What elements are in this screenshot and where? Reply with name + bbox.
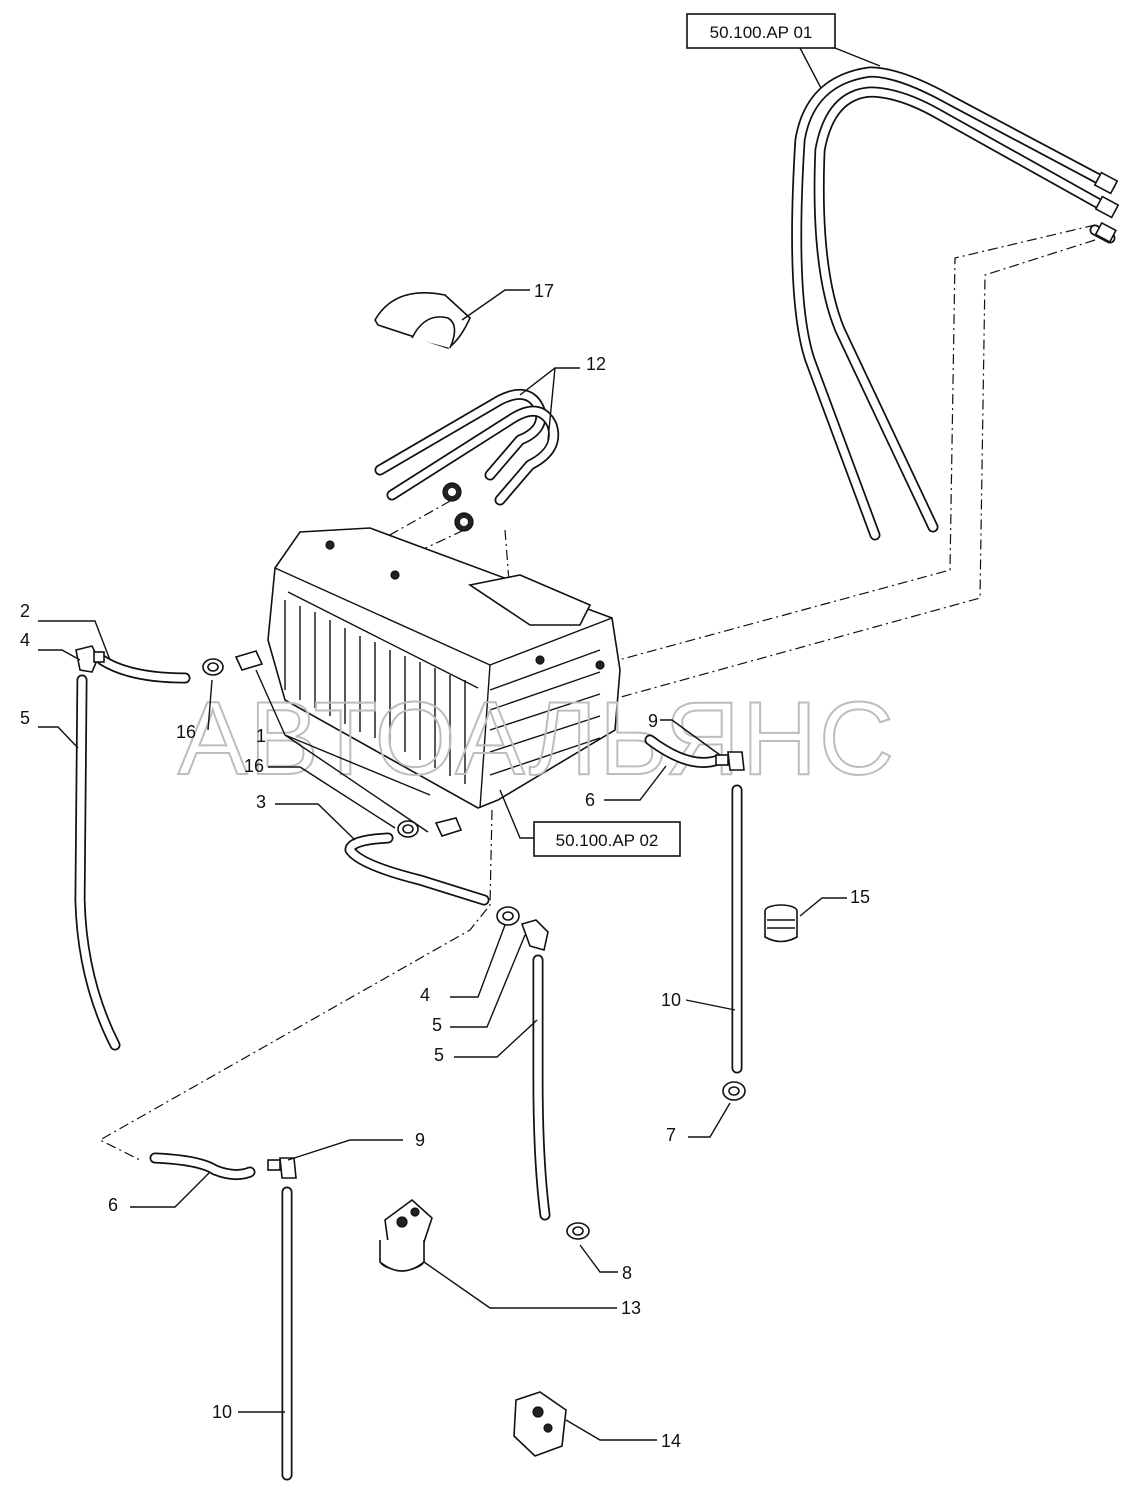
reference-box-ap02[interactable]: 50.100.AP 02 [533,821,681,857]
bracket-part-11[interactable] [374,292,471,349]
leader-ap02 [499,789,534,839]
hose-part-6-upper[interactable] [644,734,724,768]
leader-2 [38,620,111,661]
callout-4-left: 4 [20,630,30,650]
callout-2: 2 [20,601,30,621]
leader-16-lower [268,766,396,829]
washer-part-15[interactable] [496,906,520,926]
hose-set-part-17[interactable] [374,388,560,532]
callout-9-upper: 9 [648,711,658,731]
leader-5-left [38,726,79,749]
callout-7: 7 [666,1125,676,1145]
callout-8: 8 [622,1263,632,1283]
plug-part-1[interactable] [234,650,264,671]
plug-part-1-lower[interactable] [434,817,463,837]
leader-11 [461,289,530,321]
hose-part-6-lower[interactable] [149,1152,256,1181]
sleeve-part-12[interactable] [764,904,798,943]
callout-16-upper: 16 [176,722,196,742]
heater-housing [267,527,621,809]
leader-15 [450,924,506,998]
dashline-center [98,809,493,1161]
callout-1: 1 [256,726,266,746]
callout-3: 3 [256,792,266,812]
leader-3 [275,803,356,841]
callout-10-left: 10 [212,1402,232,1422]
u-pipe-assembly [791,66,1120,541]
callout-12: 15 [850,887,870,907]
hose-part-2[interactable] [96,654,191,684]
callout-6-upper: 6 [585,790,595,810]
callout-5-left: 5 [20,708,30,728]
callout-16-lower: 16 [244,756,264,776]
callout-13: 13 [621,1298,641,1318]
mount-part-14[interactable] [513,1391,567,1457]
leader-16-upper [207,679,213,731]
leader-8 [579,1244,618,1273]
callout-5-center: 5 [434,1045,444,1065]
leader-17 [519,367,580,441]
leader-1 [255,669,431,833]
callout-11: 17 [534,281,554,301]
elbow-part-9-upper[interactable] [715,751,745,771]
clamp-part-8[interactable] [566,1222,590,1240]
hose-part-3[interactable] [344,832,490,906]
callout-17: 12 [586,354,606,374]
leader-10-right [685,999,736,1011]
hose-part-5-left[interactable] [74,674,121,1051]
grommet-part-13[interactable] [379,1198,433,1272]
leader-5-center [454,1019,538,1058]
reference-ap02-text: 50.100.AP 02 [556,831,659,850]
washer-part-7[interactable] [722,1081,746,1101]
leader-ap01 [799,47,881,91]
elbow-part-4-left[interactable] [75,645,105,673]
hose-part-5-center[interactable] [532,954,551,1221]
leader-6-lower [130,1171,211,1208]
clamp-part-16-upper[interactable] [202,658,224,676]
elbow-part-4-center[interactable] [520,919,549,952]
callout-4-center: 5 [432,1015,442,1035]
callout-14: 14 [661,1431,681,1451]
elbow-part-9-lower[interactable] [267,1157,297,1179]
callout-9-lower: 9 [415,1130,425,1150]
reference-box-ap01[interactable]: 50.100.AP 01 [686,13,836,49]
dashline-1 [599,224,1096,666]
callout-6-lower: 6 [108,1195,118,1215]
leader-9-upper [660,719,721,756]
watermark: АВТОАЛЬЯНС [178,681,896,797]
leader-4-left [38,649,81,661]
leader-12 [799,897,847,917]
callout-15: 4 [420,985,430,1005]
clamp-part-16-lower[interactable] [397,820,419,838]
leader-13 [423,1261,617,1309]
leader-7 [688,1102,731,1138]
leader-6-upper [604,765,667,801]
reference-ap01-text: 50.100.AP 01 [710,23,813,42]
leader-14 [565,1419,657,1441]
callout-10-right: 10 [661,990,681,1010]
leader-4-center [450,934,526,1028]
leader-9-lower [287,1139,403,1161]
